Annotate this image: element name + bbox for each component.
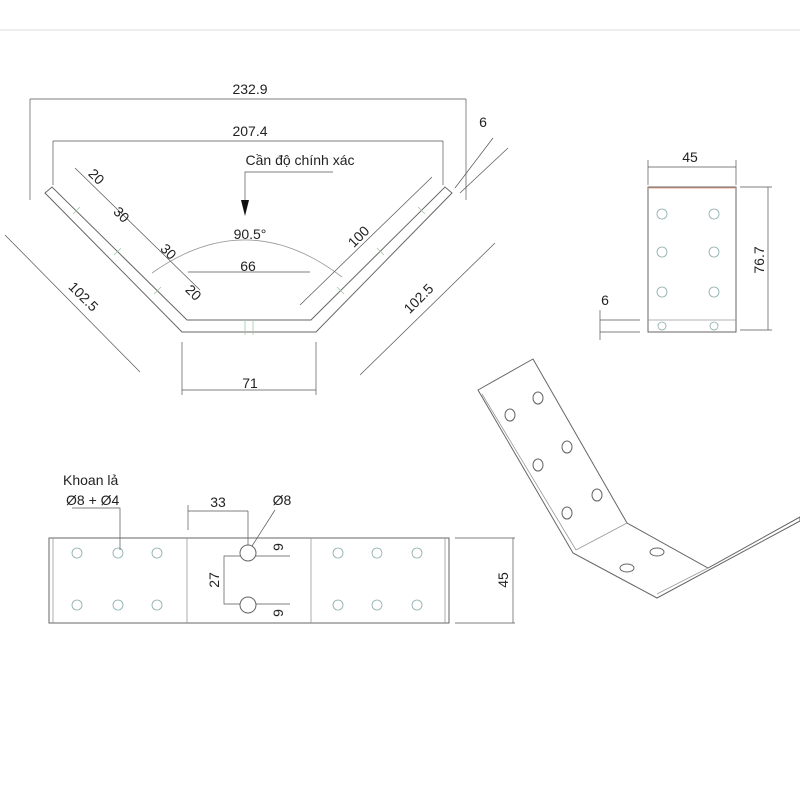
hole-spacing-3: 30 [157, 240, 179, 262]
side-dim-height: 76.7 [751, 246, 767, 273]
isometric-view [477, 358, 800, 599]
arrow-icon [241, 200, 249, 216]
hole-spacing-2: 30 [110, 203, 132, 225]
bracket-profile [44, 186, 453, 333]
precision-note: Cần độ chính xác [246, 152, 355, 168]
dim-base-outer: 71 [242, 375, 258, 391]
dim-hole-spacing: 27 [206, 572, 222, 588]
dim-thickness: 6 [479, 114, 487, 130]
dim-arm-right: 102.5 [400, 280, 436, 316]
angle-label: 90.5° [234, 226, 267, 242]
holes [656, 208, 720, 331]
hole-diameter: Ø8 [273, 492, 292, 508]
drill-note-line2: Ø8 + Ø4 [66, 492, 120, 508]
side-dim-width: 45 [682, 149, 698, 165]
side-view: 45 76.7 6 [599, 149, 772, 340]
drill-note-line1: Khoan lả [63, 472, 118, 488]
front-view: 232.9 207.4 Cần độ chính xác 90.5° 66 71… [4, 81, 509, 395]
hole-spacing-4: 20 [182, 281, 204, 303]
flat-dim-width: 45 [495, 572, 511, 588]
angle-arc [151, 239, 343, 278]
dim-arm-inner: 100 [345, 222, 373, 250]
dim-base-inner: 66 [240, 258, 256, 274]
dim-arm-left: 102.5 [65, 278, 101, 314]
holes [504, 391, 665, 573]
dim-overall-width: 232.9 [232, 81, 267, 97]
hole-marks [72, 206, 426, 335]
side-dim-thickness: 6 [601, 292, 609, 308]
hole-spacing-1: 20 [85, 165, 107, 187]
dim-hole-offset: 33 [210, 494, 226, 510]
flat-view: Khoan lả Ø8 + Ø4 33 Ø8 27 9 9 45 [48, 472, 515, 624]
dim-inner-width: 207.4 [232, 123, 267, 139]
dim-edge-bottom: 9 [270, 609, 286, 617]
dim-edge-top: 9 [270, 543, 286, 551]
